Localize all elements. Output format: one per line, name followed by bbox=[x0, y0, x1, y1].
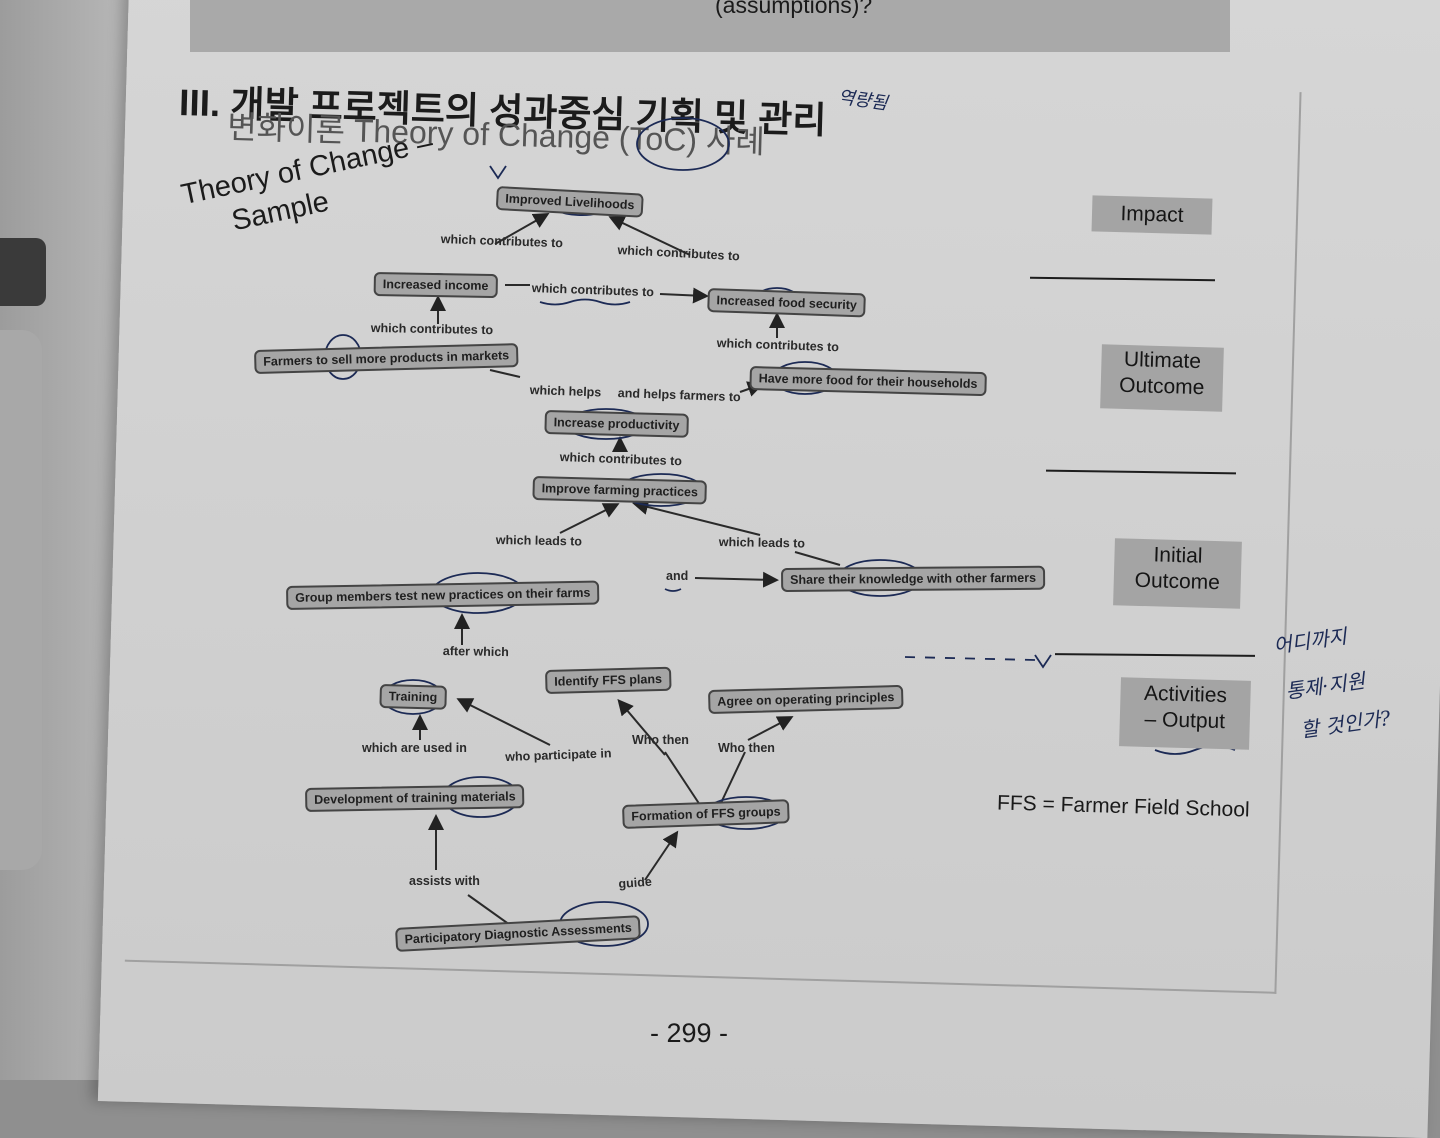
connector-label: guide bbox=[618, 874, 653, 891]
connector-label: which are used in bbox=[362, 741, 467, 755]
node-increased-income: Increased income bbox=[373, 272, 498, 299]
level-activities-line1: Activities bbox=[1143, 681, 1228, 708]
level-impact: Impact bbox=[1091, 195, 1213, 235]
level-ultimate-line2: Outcome bbox=[1118, 373, 1205, 400]
previous-section-text: (assumptions)? bbox=[715, 0, 873, 18]
connector-label: assists with bbox=[409, 874, 480, 888]
connector-label: which leads to bbox=[718, 535, 806, 551]
node-identify-plans: Identify FFS plans bbox=[545, 666, 672, 694]
level-ultimate-outcome: Ultimate Outcome bbox=[1100, 344, 1224, 412]
left-page-band bbox=[0, 330, 42, 870]
connector-label: and bbox=[666, 569, 689, 583]
node-training: Training bbox=[379, 684, 447, 710]
node-increase-productivity: Increase productivity bbox=[544, 410, 689, 438]
connector-label: Who then bbox=[632, 733, 689, 747]
node-dev-materials: Development of training materials bbox=[305, 784, 525, 812]
node-agree-principles: Agree on operating principles bbox=[708, 684, 904, 714]
connector-label: which contributes to bbox=[370, 321, 494, 338]
level-initial-outcome: Initial Outcome bbox=[1113, 538, 1242, 609]
level-activities-line2: – Output bbox=[1144, 707, 1226, 734]
connector-label: which helps bbox=[529, 383, 602, 400]
left-page-tab bbox=[0, 238, 46, 306]
page-number: - 299 - bbox=[650, 1018, 729, 1048]
level-activities-output: Activities – Output bbox=[1119, 677, 1251, 750]
connector-label: after which bbox=[442, 644, 509, 660]
connector-label: Who then bbox=[718, 741, 775, 755]
level-initial-line2: Outcome bbox=[1134, 568, 1221, 595]
arrow-lines bbox=[412, 213, 841, 926]
node-share-knowledge: Share their knowledge with other farmers bbox=[781, 565, 1046, 592]
node-improve-practices: Improve farming practices bbox=[532, 476, 708, 505]
previous-section-strip bbox=[190, 0, 1230, 52]
connector-label: which leads to bbox=[495, 533, 583, 549]
level-initial-line1: Initial bbox=[1153, 543, 1203, 568]
level-ultimate-line1: Ultimate bbox=[1123, 347, 1202, 374]
